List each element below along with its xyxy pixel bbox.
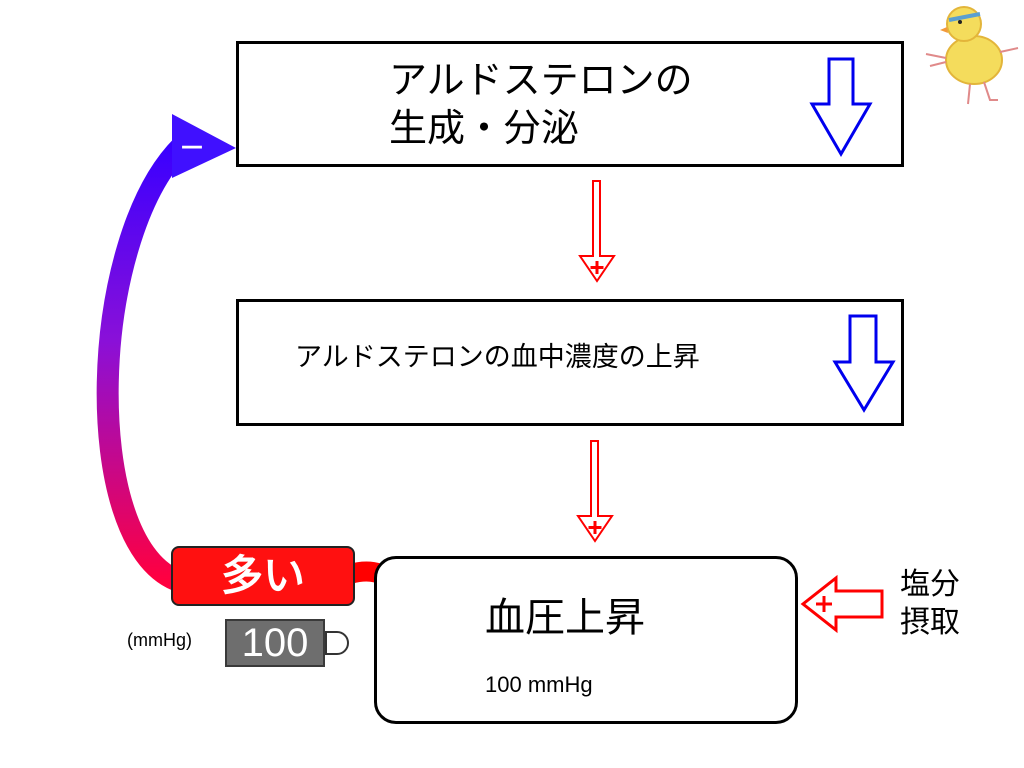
blue-down-arrow-2 — [832, 314, 896, 413]
unit-label: (mmHg) — [127, 630, 192, 650]
pressure-gauge: 100 — [225, 619, 325, 667]
blood-pressure-title: 血圧上昇 — [485, 595, 645, 641]
aldosterone-blood-level-text: アルドステロンの血中濃度の上昇 — [295, 342, 700, 373]
aldosterone-production-box: アルドステロンの 生成・分泌 — [236, 41, 904, 167]
duckling-icon — [925, 6, 1019, 105]
red-plus-arrow-1 — [578, 180, 616, 283]
feedback-arrow-shaft — [96, 138, 190, 591]
blue-down-arrow-1 — [809, 57, 873, 157]
red-plus-left-arrow — [800, 574, 884, 634]
feedback-arrow-head — [172, 114, 236, 178]
red-plus-arrow-2 — [576, 440, 614, 543]
blood-pressure-value: 100 mmHg — [485, 672, 593, 697]
salt-intake-label: 塩分 摂取 — [900, 567, 960, 640]
many-badge: 多い — [171, 546, 355, 606]
aldosterone-production-text: アルドステロンの 生成・分泌 — [389, 58, 693, 150]
blood-pressure-box: 血圧上昇 100 mmHg — [374, 556, 798, 724]
gauge-knob — [325, 631, 349, 655]
feedback-minus-sign: － — [179, 134, 205, 164]
aldosterone-blood-level-box: アルドステロンの血中濃度の上昇 — [236, 299, 904, 426]
